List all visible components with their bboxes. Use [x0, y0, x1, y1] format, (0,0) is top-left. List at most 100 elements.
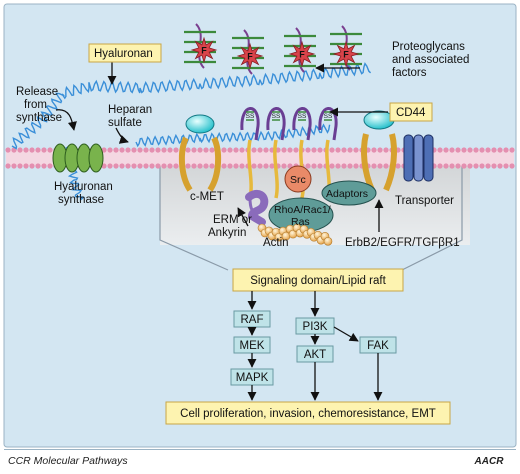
lipid-head: [305, 147, 311, 153]
ss-label: SS: [298, 113, 307, 120]
lipid-head: [485, 147, 491, 153]
lipid-head: [161, 163, 167, 169]
plasma-membrane: [5, 147, 515, 169]
hyaluronan-synthase: [52, 143, 104, 173]
lipid-head: [197, 163, 203, 169]
lipid-head: [113, 163, 119, 169]
lipid-head: [203, 147, 209, 153]
lipid-head: [119, 147, 125, 153]
lipid-head: [233, 147, 239, 153]
lipid-head: [209, 163, 215, 169]
src-node: [284, 165, 312, 193]
lipid-head: [11, 163, 17, 169]
lipid-head: [461, 147, 467, 153]
cd44-tail: [273, 139, 279, 199]
src-label: Src: [290, 174, 306, 186]
actin-bead: [323, 237, 333, 246]
transporter-label: Transporter: [395, 195, 454, 207]
lipid-head: [479, 163, 485, 169]
lipid-head: [317, 147, 323, 153]
erm-label-line1: ERM or: [213, 214, 252, 226]
lipid-head: [473, 147, 479, 153]
lipid-head: [455, 147, 461, 153]
proteoglycans-label-line3: factors: [392, 67, 427, 79]
lipid-head: [443, 147, 449, 153]
proteoglycans-label-line2: and associated: [392, 54, 469, 66]
lipid-head: [347, 147, 353, 153]
lipid-head: [263, 163, 269, 169]
lipid-head: [131, 147, 137, 153]
hyaluronan-synthase-label-line2: synthase: [58, 194, 104, 206]
lipid-head: [509, 147, 515, 153]
transporter-protein: [403, 134, 434, 182]
mek-label: MEK: [240, 340, 265, 352]
lipid-head: [185, 147, 191, 153]
lipid-head: [233, 163, 239, 169]
cd44-label-box: [389, 102, 433, 122]
lipid-head: [503, 163, 509, 169]
lipid-head: [257, 147, 263, 153]
lipid-head: [35, 163, 41, 169]
lipid-head: [143, 147, 149, 153]
lipid-head: [341, 147, 347, 153]
lipid-head: [107, 163, 113, 169]
lipid-head: [503, 147, 509, 153]
hyaluronan-label-box: [88, 43, 162, 63]
raf-label: RAF: [241, 314, 264, 326]
lipid-head: [311, 147, 317, 153]
lipid-head: [281, 163, 287, 169]
lipid-head: [29, 147, 35, 153]
factor-letter: F: [247, 52, 253, 62]
lipid-head: [395, 163, 401, 169]
lipid-head: [185, 163, 191, 169]
cascade-arrows: [247, 291, 383, 401]
footer-left-label: CCR Molecular Pathways: [8, 455, 128, 467]
lipid-head: [281, 147, 287, 153]
erm-ankyrin-shape: [245, 190, 269, 226]
lipid-head: [161, 147, 167, 153]
lipid-head: [479, 147, 485, 153]
signaling-domain-label: Signaling domain/Lipid raft: [250, 275, 386, 287]
lipid-head: [197, 147, 203, 153]
lipid-head: [131, 163, 137, 169]
erm-label-line2: Ankyrin: [208, 227, 246, 239]
lipid-head: [143, 163, 149, 169]
lipid-head: [467, 163, 473, 169]
footer-divider: [4, 449, 516, 450]
lipid-head: [47, 147, 53, 153]
lipid-head: [485, 163, 491, 169]
lipid-head: [353, 163, 359, 169]
cd44-label: CD44: [396, 107, 426, 119]
hyaluronan-label: Hyaluronan: [94, 48, 153, 60]
lipid-head: [377, 147, 383, 153]
pi3k-label: PI3K: [303, 321, 328, 333]
lipid-head: [125, 147, 131, 153]
factor-star: [236, 42, 264, 70]
lipid-head: [497, 147, 503, 153]
lipid-head: [269, 163, 275, 169]
aacr-logo: AACR: [474, 456, 505, 467]
lipid-head: [17, 163, 23, 169]
lipid-head: [287, 147, 293, 153]
release-label-line3: synthase: [16, 112, 62, 124]
lipid-head: [23, 147, 29, 153]
lipid-head: [113, 147, 119, 153]
lipid-head: [437, 163, 443, 169]
heparan-label-line2: sulfate: [108, 117, 142, 129]
lipid-raft-callout-lines: [159, 160, 463, 271]
akt-label: AKT: [304, 349, 326, 361]
lipid-head: [119, 163, 125, 169]
lipid-head: [371, 163, 377, 169]
lipid-head: [227, 163, 233, 169]
lipid-head: [257, 163, 263, 169]
lipid-head: [353, 147, 359, 153]
lipid-head: [227, 147, 233, 153]
rho-label-line2: Ras: [291, 216, 310, 228]
lipid-head: [251, 163, 257, 169]
lipid-head: [443, 163, 449, 169]
lipid-head: [149, 163, 155, 169]
ss-label: SS: [246, 113, 255, 120]
lipid-head: [461, 163, 467, 169]
